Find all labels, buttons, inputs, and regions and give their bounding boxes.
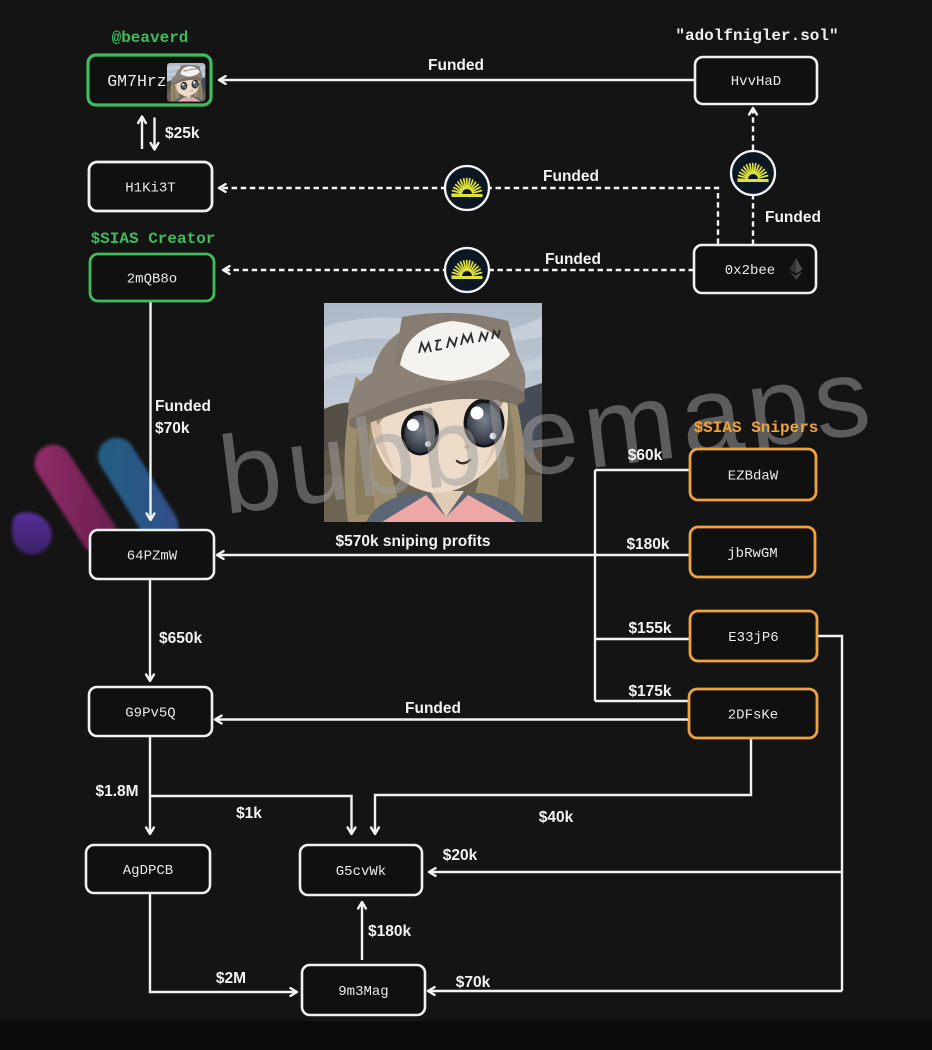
svg-text:$570k sniping profits: $570k sniping profits	[335, 533, 490, 550]
svg-text:2DFsKe: 2DFsKe	[728, 708, 778, 724]
svg-text:G9Pv5Q: G9Pv5Q	[125, 706, 175, 722]
svg-text:$25k: $25k	[165, 125, 200, 142]
svg-text:Funded: Funded	[428, 57, 484, 74]
svg-text:9m3Mag: 9m3Mag	[338, 984, 388, 1000]
svg-text:64PZmW: 64PZmW	[127, 549, 178, 565]
svg-text:"adolfnigler.sol": "adolfnigler.sol"	[675, 27, 838, 45]
svg-text:$155k: $155k	[628, 620, 671, 637]
svg-text:HvvHaD: HvvHaD	[731, 74, 781, 90]
svg-text:$1.8M: $1.8M	[95, 783, 138, 800]
svg-text:$180k: $180k	[368, 923, 411, 940]
svg-text:EZBdaW: EZBdaW	[728, 469, 779, 485]
svg-text:$20k: $20k	[443, 847, 478, 864]
svg-text:@beaverd: @beaverd	[112, 29, 189, 47]
svg-text:Funded: Funded	[155, 398, 211, 415]
svg-text:$SIAS Snipers: $SIAS Snipers	[694, 419, 819, 437]
svg-text:$60k: $60k	[628, 447, 663, 464]
svg-text:$70k: $70k	[456, 974, 491, 991]
svg-text:jbRwGM: jbRwGM	[727, 546, 777, 562]
svg-text:GM7Hrz: GM7Hrz	[107, 72, 166, 91]
svg-text:Funded: Funded	[545, 251, 601, 268]
svg-text:$2M: $2M	[216, 970, 246, 987]
svg-text:AgDPCB: AgDPCB	[123, 863, 173, 879]
svg-text:Funded: Funded	[765, 209, 821, 226]
svg-text:$650k: $650k	[159, 630, 202, 647]
svg-text:E33jP6: E33jP6	[728, 630, 778, 646]
svg-text:G5cvWk: G5cvWk	[336, 864, 386, 880]
svg-text:0x2bee: 0x2bee	[725, 263, 775, 279]
svg-text:$SIAS Creator: $SIAS Creator	[91, 230, 216, 248]
svg-text:Funded: Funded	[543, 168, 599, 185]
svg-text:$175k: $175k	[628, 683, 671, 700]
svg-text:$70k: $70k	[155, 420, 190, 437]
svg-text:$1k: $1k	[236, 805, 262, 822]
svg-text:Funded: Funded	[405, 700, 461, 717]
svg-text:H1Ki3T: H1Ki3T	[125, 181, 175, 197]
svg-text:$40k: $40k	[539, 809, 574, 826]
svg-text:2mQB8o: 2mQB8o	[127, 272, 177, 288]
svg-text:$180k: $180k	[626, 536, 669, 553]
